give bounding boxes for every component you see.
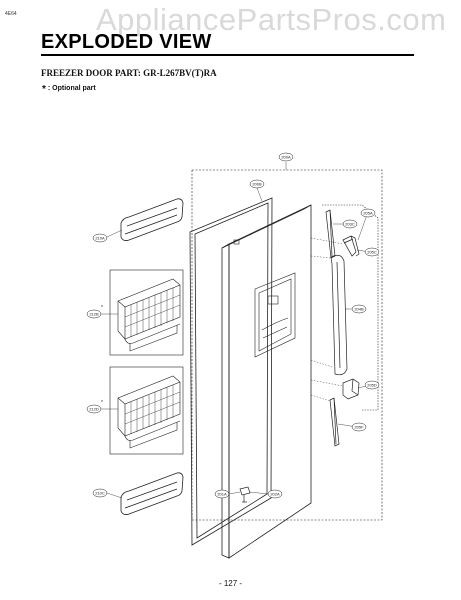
callout-basket-wire-2: 212D	[89, 407, 99, 412]
callout-hinge-upper: 205A	[363, 211, 373, 216]
optional-note-text: : Optional part	[47, 85, 96, 92]
lower-trim-part	[329, 397, 340, 447]
callout-basket-small-top: 210A	[95, 236, 105, 241]
optional-asterisks: * *	[101, 305, 103, 406]
optional-part-note: *: Optional part	[42, 84, 96, 95]
basket-box-2	[109, 366, 184, 455]
callout-basket-wire-1: 212B	[89, 312, 99, 317]
callout-stopper-left: 201A	[217, 492, 227, 497]
callout-handle: 204B	[354, 307, 364, 312]
lower-hinge-part	[342, 378, 360, 400]
wire-basket-1	[117, 278, 181, 352]
page-number: - 127 -	[218, 579, 243, 588]
door-panel	[221, 204, 312, 559]
callout-gasket: 200B	[252, 182, 262, 187]
corner-code: 4E64	[5, 11, 17, 17]
section-heading: FREEZER DOOR PART: GR-L267BV(T)RA	[41, 68, 217, 78]
page-title: EXPLODED VIEW	[41, 31, 212, 53]
bottom-stopper-part	[239, 486, 251, 503]
small-door-bin-bottom	[120, 472, 184, 515]
callout-cap-upper: 203C	[345, 222, 355, 227]
handle-part	[330, 254, 348, 376]
small-door-bin-top	[120, 198, 184, 241]
upper-trim-part	[325, 209, 336, 259]
dispenser-recess	[254, 272, 296, 358]
optional-marker: *	[42, 84, 46, 95]
upper-hinge-part	[342, 235, 360, 257]
callout-stopper-right: 202A	[270, 492, 280, 497]
wire-basket-2	[117, 375, 181, 449]
alignment-guides	[310, 237, 344, 402]
svg-text:*: *	[101, 400, 103, 406]
callout-trim-lower: 205F	[354, 425, 364, 430]
callout-door-assembly: 200A	[281, 155, 291, 160]
watermark-text: AppliancePartsPros.com	[96, 2, 447, 37]
callout-hinge-lower: 205D	[367, 383, 377, 388]
callout-circles	[86, 152, 380, 499]
title-underline	[41, 54, 414, 56]
callout-basket-small-bottom: 210C	[95, 491, 105, 496]
svg-text:*: *	[101, 305, 103, 311]
hinge-detail-frame	[322, 204, 379, 411]
door-top-fittings	[233, 233, 253, 245]
callout-hinge-bracket-upper: 205C	[367, 250, 377, 255]
door-assembly-frame	[191, 169, 383, 521]
basket-box-1	[109, 269, 184, 356]
